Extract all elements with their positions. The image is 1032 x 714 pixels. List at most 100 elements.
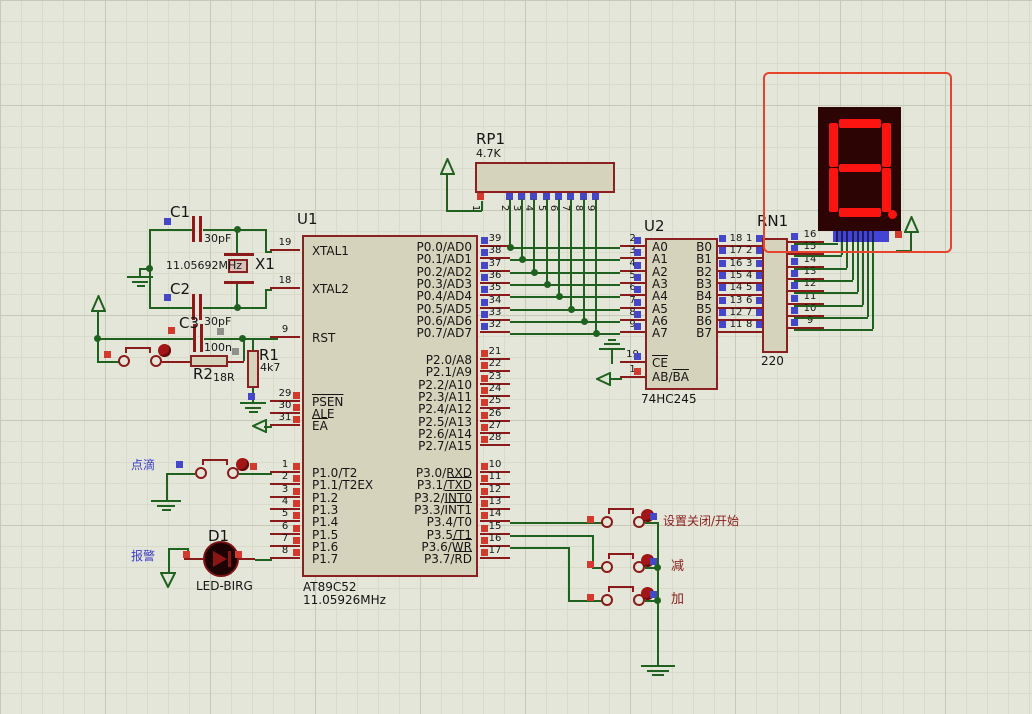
- pin-label: EA: [312, 419, 328, 433]
- junction-dot: [593, 330, 600, 337]
- logic-state: [634, 311, 641, 318]
- x1-ref: X1: [255, 255, 275, 273]
- junction-dot: [654, 564, 661, 571]
- pin-number: 28: [480, 431, 510, 446]
- logic-state: [293, 525, 300, 532]
- capacitor-c2[interactable]: [192, 294, 195, 320]
- chip-u1[interactable]: [302, 235, 478, 577]
- logic-state: [634, 249, 641, 256]
- pin-number: 7: [745, 307, 753, 318]
- wire: [140, 268, 149, 270]
- pin-label: A2: [652, 265, 668, 279]
- pin-number: 6: [270, 520, 300, 535]
- logic-state: [481, 399, 488, 406]
- pin-label: P1.6: [312, 540, 339, 554]
- resistor-pack-rn1[interactable]: [762, 238, 788, 353]
- wire: [570, 199, 572, 309]
- logic-state: [895, 231, 902, 238]
- pin-number: 31: [270, 411, 300, 426]
- power-terminal-icon: [440, 158, 455, 175]
- logic-state: [791, 282, 798, 289]
- crystal-x1[interactable]: [228, 259, 248, 273]
- wire: [166, 473, 168, 500]
- pin-label: A4: [652, 289, 668, 303]
- logic-state: [791, 270, 798, 277]
- rp1-pin-number: 9: [585, 204, 597, 212]
- inc-button-contact: [601, 594, 613, 606]
- pin-number: 38: [480, 244, 510, 259]
- drip-button-contact: [195, 467, 207, 479]
- wire: [510, 309, 620, 311]
- pin-number: 18: [270, 274, 300, 289]
- wire: [255, 559, 272, 561]
- logic-state: [164, 218, 171, 225]
- pin-label: P3.5/T1: [350, 528, 472, 542]
- segment-b: [882, 123, 891, 167]
- reset-button[interactable]: [158, 344, 171, 357]
- pin-label: B0: [696, 240, 712, 254]
- logic-state: [481, 436, 488, 443]
- wire: [510, 296, 620, 298]
- capacitor-c1[interactable]: [192, 216, 195, 242]
- pin-label-text: P3.1/: [416, 478, 448, 492]
- junction-dot: [544, 281, 551, 288]
- pin-label: P1.3: [312, 503, 339, 517]
- resistor-r1[interactable]: [247, 350, 259, 388]
- logic-state: [481, 286, 488, 293]
- wire: [510, 547, 569, 549]
- display-connector: [833, 231, 889, 242]
- set-button-bar: [608, 508, 634, 514]
- logic-state: [634, 323, 641, 330]
- pin-number: 2: [745, 245, 753, 256]
- pin-label-text: P3.7/: [424, 552, 455, 566]
- capacitor-c3[interactable]: [200, 324, 203, 352]
- pin-label: B1: [696, 252, 712, 266]
- inc-button-label: 加: [671, 592, 685, 607]
- wire: [510, 522, 604, 524]
- pin-number: 13: [480, 495, 510, 510]
- reset-button-bar: [125, 347, 151, 353]
- u1-ref: U1: [297, 210, 318, 228]
- logic-state: [481, 424, 488, 431]
- logic-state: [791, 307, 798, 314]
- chip-u2[interactable]: [645, 238, 718, 390]
- connector-pin: [862, 231, 864, 242]
- resistor-pack-rp1[interactable]: [475, 162, 615, 193]
- rp1-pin-number: 4: [523, 204, 535, 212]
- wire: [510, 247, 620, 249]
- resistor-r2[interactable]: [190, 355, 228, 367]
- pin-number: 3: [270, 483, 300, 498]
- pin-label-overline: INT1: [444, 503, 472, 517]
- logic-state: [518, 193, 525, 200]
- wire: [794, 255, 842, 257]
- drip-button[interactable]: [236, 458, 249, 471]
- pin-number: 12: [788, 277, 824, 292]
- pin-label: P3.7/RD: [350, 552, 472, 566]
- r1-value: 4k7: [260, 361, 281, 374]
- pin-number: 5: [745, 282, 753, 293]
- capacitor-c2[interactable]: [199, 294, 202, 320]
- pin-label: P2.6/A14: [418, 427, 472, 441]
- ground-icon: [652, 674, 664, 676]
- logic-state: [650, 513, 657, 520]
- logic-state: [481, 362, 488, 369]
- wire: [265, 289, 267, 307]
- wire: [645, 567, 658, 569]
- logic-state: [176, 461, 183, 468]
- set-button-label: 设置关闭/开始: [663, 514, 740, 528]
- wire: [510, 333, 620, 335]
- pin-number: 14: [480, 507, 510, 522]
- segment-d: [839, 208, 881, 217]
- wire: [166, 473, 195, 475]
- capacitor-c1[interactable]: [199, 216, 202, 242]
- pin-label: P2.7/A15: [418, 439, 472, 453]
- ground-icon: [608, 339, 616, 341]
- seven-segment-display: [818, 107, 901, 231]
- capacitor-c3[interactable]: [193, 324, 196, 352]
- wire: [595, 199, 597, 333]
- wire: [252, 338, 254, 350]
- pin-label: B5: [696, 302, 712, 316]
